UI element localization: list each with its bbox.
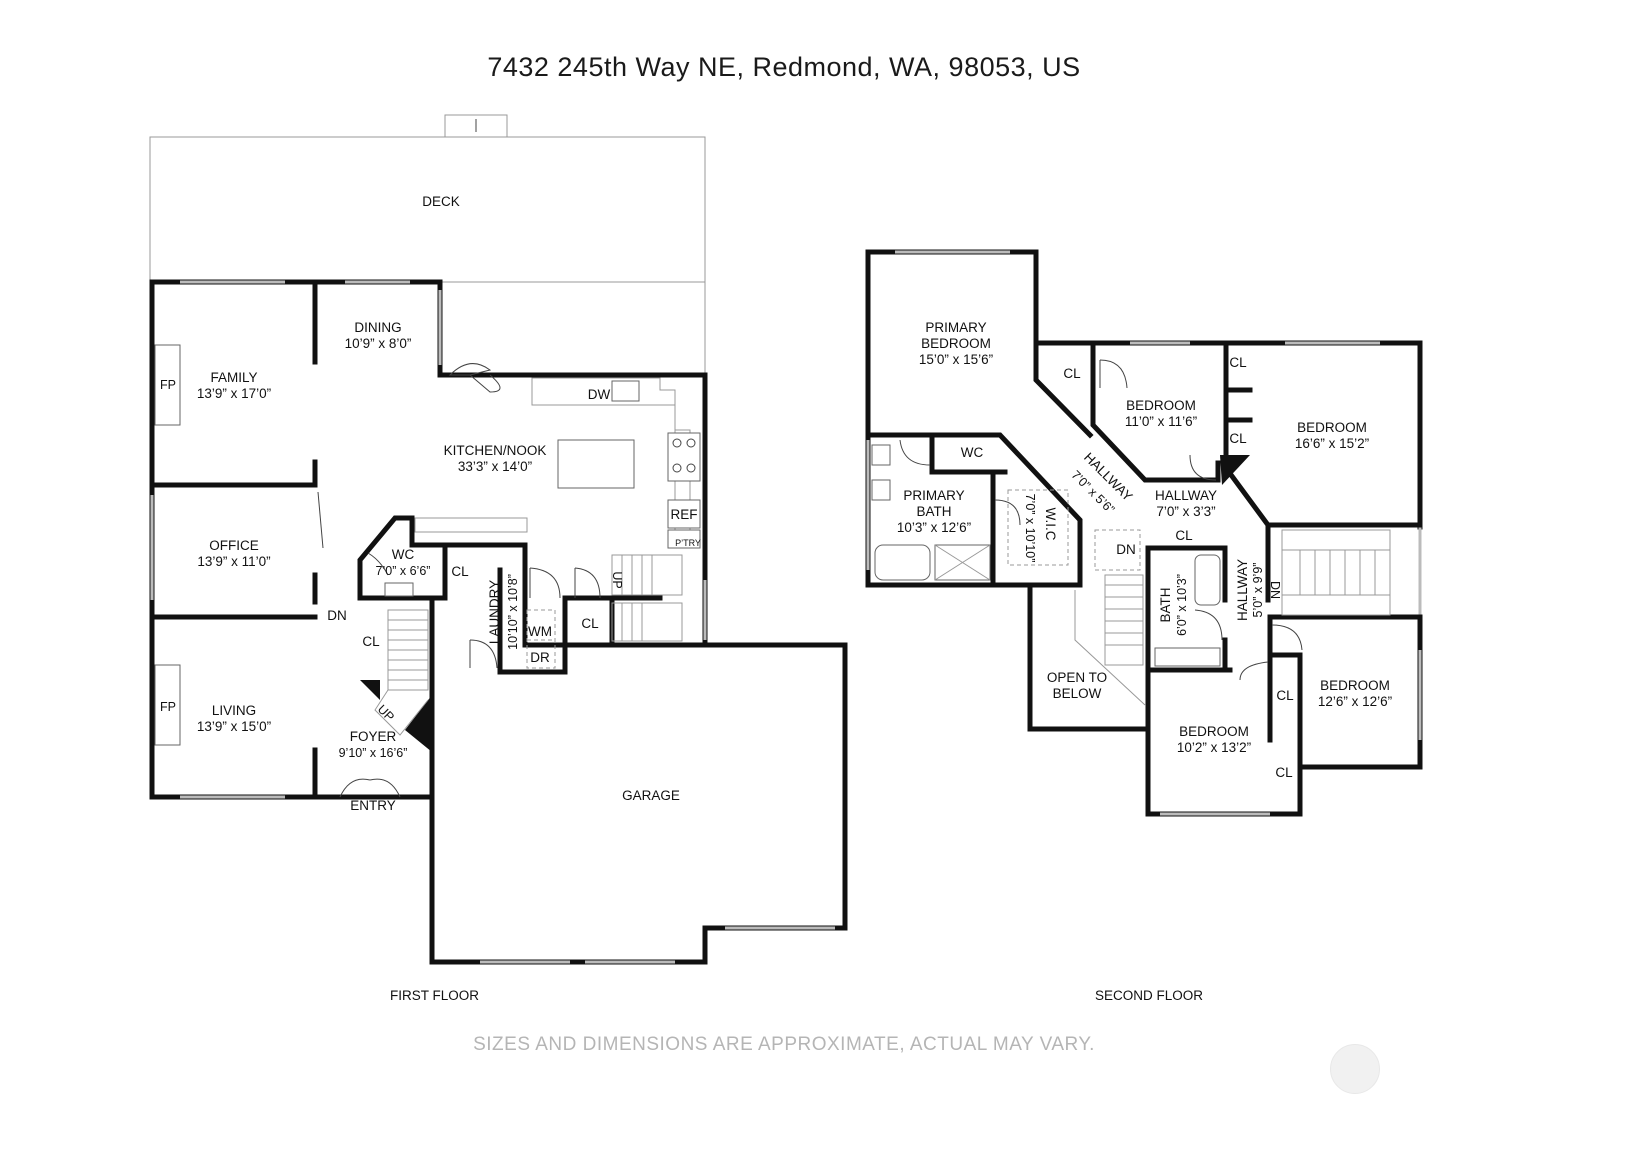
hallway-center-dims: 7’0” x 3’3” [1156, 504, 1215, 519]
wc-sink-icon [384, 582, 414, 597]
room-deck: DECK [422, 194, 460, 209]
second-floor-label: SECOND FLOOR [1095, 988, 1204, 1003]
primary-bedroom-dims: 15’0” x 15’6” [919, 352, 993, 367]
bedroom-b-dims: 16’6” x 15’2” [1295, 436, 1369, 451]
bedroom-d-dims: 12’6” x 12’6” [1318, 694, 1392, 709]
kitchen-sink-icon [611, 380, 640, 402]
closet-b1-label: CL [1229, 355, 1247, 370]
kitchen-island [557, 439, 635, 489]
refrigerator-label: REF [671, 507, 698, 522]
room-garage: GARAGE [622, 788, 680, 803]
wic-name: W.I.C [1043, 508, 1058, 541]
open-to-below-line2: BELOW [1053, 686, 1102, 701]
primary-bath-name2: BATH [916, 504, 951, 519]
primary-bedroom-name1: PRIMARY [925, 320, 986, 335]
bedroom-c-dims: 10’2” x 13’2” [1177, 740, 1251, 755]
pantry-label: P’TRY [675, 538, 701, 548]
stairs-down-second: DN [1116, 542, 1136, 557]
hallway-center-name: HALLWAY [1155, 488, 1217, 503]
room-office-dims: 13’9” x 11’0” [197, 554, 270, 569]
entry-door[interactable] [339, 778, 401, 798]
second-floor-plan: PRIMARY BEDROOM 15’0” x 15’6” PRIMARY BA… [865, 249, 1423, 817]
deck-door[interactable] [448, 363, 492, 376]
room-laundry-dims: 10’10” x 10’8” [506, 574, 520, 650]
hallway-vert-name: HALLWAY [1235, 559, 1250, 621]
room-wc-name: WC [392, 547, 415, 562]
bathtub-primary-icon [874, 544, 931, 581]
first-floor-plan: DECK DINING 10’9” x 8’0” FAMILY 13’9” x … [149, 114, 848, 965]
fireplace-living-icon [154, 664, 181, 746]
floor-plan-drawing: DECK DINING 10’9” x 8’0” FAMILY 13’9” x … [149, 114, 1423, 965]
refrigerator-icon [667, 499, 701, 529]
wc-second-label: WC [961, 445, 984, 460]
bedroom-c-name: BEDROOM [1179, 724, 1249, 739]
primary-bath-dims: 10’3” x 12’6” [897, 520, 971, 535]
closet-garage-label: CL [581, 616, 599, 631]
room-living-dims: 13’9” x 15’0” [197, 719, 271, 734]
closet-c-label: CL [1275, 765, 1293, 780]
page-title: 7432 245th Way NE, Redmond, WA, 98053, U… [487, 52, 1081, 82]
closet-primary-label: CL [1063, 366, 1081, 381]
primary-bedroom-name2: BEDROOM [921, 336, 991, 351]
primary-bath-name1: PRIMARY [903, 488, 964, 503]
fireplace-living-label: FP [160, 700, 176, 714]
second-floor-stairs [1074, 529, 1391, 706]
room-family-name: FAMILY [210, 370, 257, 385]
room-kitchen-name: KITCHEN/NOOK [444, 443, 547, 458]
chimney-outline [444, 114, 508, 138]
fireplace-family-label: FP [160, 378, 176, 392]
watermark-logo-icon [1330, 1044, 1380, 1094]
dryer-label: DR [530, 650, 550, 665]
stairs-down-hall: DN [1268, 581, 1282, 599]
closet-b2-label: CL [1229, 431, 1247, 446]
bedroom-b-name: BEDROOM [1297, 420, 1367, 435]
stairs-up-kitchen: UP [610, 571, 624, 588]
room-family-dims: 13’9” x 17’0” [197, 386, 271, 401]
first-floor-stairs [374, 554, 683, 736]
stairs-down-label: DN [327, 608, 347, 623]
entry-label: ENTRY [350, 798, 396, 813]
bedroom-d-name: BEDROOM [1320, 678, 1390, 693]
bathtub-bath-icon [1194, 554, 1221, 606]
wic-dims: 7’0” x 10’10” [1023, 494, 1037, 563]
closet-hall-label: CL [1175, 528, 1193, 543]
disclaimer-text: SIZES AND DIMENSIONS ARE APPROXIMATE, AC… [473, 1034, 1095, 1055]
range-icon [667, 432, 701, 482]
open-to-below-line1: OPEN TO [1047, 670, 1107, 685]
closet-foyer-label: CL [362, 634, 380, 649]
dishwasher-label: DW [588, 387, 611, 402]
room-foyer-name: FOYER [350, 729, 397, 744]
washer-label: WM [528, 624, 552, 639]
room-foyer-dims: 9’10” x 16’6” [339, 746, 408, 760]
room-dining-name: DINING [354, 320, 401, 335]
bath-name: BATH [1158, 587, 1173, 622]
closet-d-label: CL [1276, 688, 1294, 703]
closet-laundry-label: CL [451, 564, 469, 579]
hallway-vert-dims: 5’0” x 9’9” [1251, 563, 1265, 618]
first-floor-label: FIRST FLOOR [390, 988, 480, 1003]
bedroom-a-dims: 11’0” x 11’6” [1125, 414, 1197, 429]
bath-dims: 6’0” x 10’3” [1175, 574, 1189, 636]
room-laundry-name: LAUNDRY [487, 580, 502, 644]
deck-outline [149, 136, 706, 283]
pantry-icon [667, 529, 701, 549]
room-living-name: LIVING [212, 703, 256, 718]
fireplace-family-icon [154, 344, 181, 426]
room-dining-dims: 10’9” x 8’0” [345, 336, 412, 351]
room-office-name: OFFICE [209, 538, 259, 553]
room-kitchen-dims: 33’3” x 14’0” [458, 459, 532, 474]
room-wc-dims: 7’0” x 6’6” [376, 564, 431, 578]
bedroom-a-name: BEDROOM [1126, 398, 1196, 413]
